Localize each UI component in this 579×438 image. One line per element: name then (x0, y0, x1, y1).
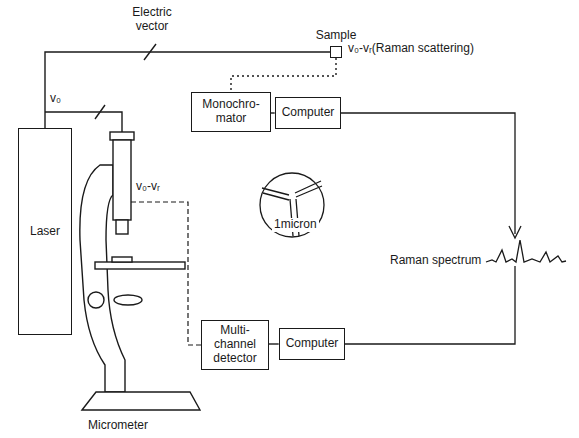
focus-knob (88, 292, 104, 308)
grain-boundary (262, 181, 322, 236)
microscope-tube (113, 140, 131, 220)
node-text: Monochro- mator (192, 98, 270, 126)
scattered-light (131, 202, 205, 345)
micrograph-circle (260, 173, 324, 237)
instrument-label: Micrometer (88, 419, 148, 433)
sample-box: Sample (330, 46, 342, 58)
frequency-label: v₀ (50, 92, 61, 106)
microscope-base (82, 392, 200, 410)
raman-spectrum (486, 240, 566, 262)
laser-box: Laser (18, 128, 72, 335)
node-text: Laser (27, 225, 63, 239)
objective-lens (116, 220, 128, 234)
computer-box: Computer (275, 97, 342, 129)
scale-label: 1micron (272, 218, 319, 232)
spectrum-label: Raman spectrum (390, 254, 481, 268)
connector (269, 343, 279, 344)
node-text: Multi- channel detector (202, 324, 268, 365)
mirror (114, 295, 142, 305)
electric-vector-label: Electric vector (124, 6, 180, 34)
microscope (80, 132, 200, 410)
edge-label: v₀-vᵣ(Raman scattering) (348, 42, 474, 56)
output-line (342, 266, 515, 344)
laser-branch (45, 44, 156, 132)
node-text: Computer (283, 337, 342, 351)
frequency-label: v₀-vᵣ (136, 180, 160, 194)
detector-box: Multi- channel detector (201, 320, 269, 370)
microscope-stage (95, 262, 185, 269)
arrow-head (509, 226, 521, 238)
specimen (112, 257, 132, 262)
monochromator-box: Monochro- mator (191, 92, 271, 132)
eyepiece (110, 132, 134, 140)
spectrum-links (338, 113, 566, 344)
connector (231, 58, 336, 92)
node-text: Computer (279, 106, 338, 120)
computer-box: Computer (279, 328, 346, 360)
polarizer-mark (95, 105, 105, 119)
output-line (338, 113, 515, 234)
node-text: Sample (316, 29, 357, 43)
micrograph (260, 173, 324, 237)
